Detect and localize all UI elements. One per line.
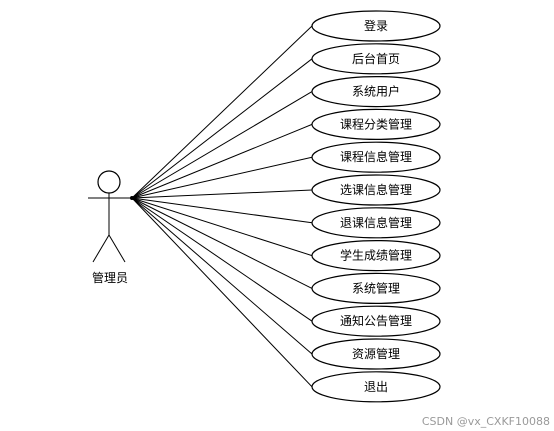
use-case-label: 资源管理	[352, 346, 400, 361]
use-case-ellipse	[311, 207, 441, 239]
use-case-ellipse	[311, 174, 441, 206]
association-line-system-mgmt	[131, 197, 313, 289]
use-case-admin-home: 后台首页	[311, 43, 441, 75]
use-case-logout: 退出	[311, 371, 441, 403]
use-case-ellipse	[311, 338, 441, 370]
association-lines	[130, 25, 313, 388]
use-case-label: 系统用户	[352, 84, 400, 99]
actor-left-leg	[92, 234, 110, 263]
use-case-label: 通知公告管理	[340, 313, 412, 328]
use-case-ellipse	[311, 240, 441, 272]
actor-right-leg	[108, 234, 126, 263]
use-case-label: 系统管理	[352, 280, 400, 295]
use-case-resource-mgmt: 资源管理	[311, 338, 441, 370]
actor-head	[97, 170, 121, 194]
use-case-label: 退出	[364, 380, 388, 394]
use-case-ellipse	[311, 108, 441, 141]
use-case-ellipse	[311, 10, 441, 42]
use-case-label: 学生成绩管理	[340, 248, 412, 263]
association-line-course-withdrawal-info-mgmt	[131, 197, 313, 224]
use-case-label: 课程分类管理	[340, 116, 412, 131]
use-case-ellipse	[311, 272, 441, 304]
use-case-label: 退课信息管理	[340, 215, 412, 230]
use-case-ellipse	[311, 141, 441, 173]
association-line-system-users	[131, 91, 313, 199]
association-line-course-category-mgmt	[131, 123, 313, 199]
use-case-ellipse	[311, 305, 441, 337]
use-case-course-selection-info-mgmt: 选课信息管理	[311, 174, 441, 206]
use-case-course-info-mgmt: 课程信息管理	[311, 141, 441, 173]
use-case-system-mgmt: 系统管理	[311, 272, 441, 304]
actor-figure: 管理员	[88, 170, 132, 285]
use-case-course-category-mgmt: 课程分类管理	[311, 108, 441, 141]
use-case-label: 后台首页	[352, 51, 400, 66]
use-case-system-users: 系统用户	[311, 75, 441, 108]
association-line-logout	[131, 197, 313, 388]
use-case-login: 登录	[311, 10, 441, 42]
association-line-resource-mgmt	[131, 197, 313, 355]
use-case-course-withdrawal-info-mgmt: 退课信息管理	[311, 207, 441, 239]
use-case-announcement-mgmt: 通知公告管理	[311, 305, 441, 337]
use-cases: 登录后台首页系统用户课程分类管理课程信息管理选课信息管理退课信息管理学生成绩管理…	[311, 10, 441, 403]
use-case-label: 选课信息管理	[340, 182, 412, 197]
association-line-student-grades-mgmt	[131, 197, 313, 257]
use-case-ellipse	[311, 43, 441, 75]
use-case-label: 课程信息管理	[340, 149, 412, 164]
association-line-course-selection-info-mgmt	[131, 189, 313, 199]
association-line-announcement-mgmt	[131, 197, 313, 322]
use-case-ellipse	[311, 75, 441, 108]
association-line-admin-home	[131, 58, 313, 199]
use-case-ellipse	[311, 371, 441, 403]
actor-label: 管理员	[92, 270, 128, 285]
use-case-label: 登录	[364, 18, 388, 33]
watermark: CSDN @vx_CXKF10088	[422, 415, 550, 428]
association-line-login	[131, 25, 313, 199]
use-case-student-grades-mgmt: 学生成绩管理	[311, 240, 441, 272]
association-line-course-info-mgmt	[131, 156, 313, 199]
